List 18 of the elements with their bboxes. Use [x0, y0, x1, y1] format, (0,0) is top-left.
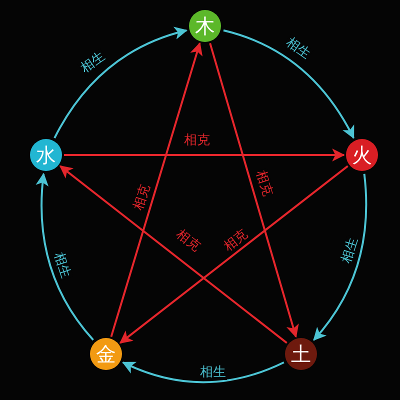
arrow	[313, 174, 368, 341]
edge-label: 相克	[130, 181, 154, 213]
arrow	[54, 27, 188, 138]
arrow	[223, 29, 354, 139]
arrow	[122, 361, 284, 384]
element-circle: 木	[189, 10, 221, 42]
element-circle: 金	[90, 338, 122, 370]
arrow	[209, 43, 299, 338]
arrow	[64, 148, 346, 162]
arrow	[119, 165, 348, 344]
arrow	[59, 165, 288, 344]
arrow	[36, 172, 94, 341]
edge-label: 相生	[199, 364, 227, 380]
arrow	[110, 42, 203, 338]
element-circle: 土	[285, 338, 317, 370]
element-circle: 水	[30, 139, 62, 171]
element-circle: 火	[346, 139, 378, 171]
edge-label: 相克	[183, 132, 211, 148]
